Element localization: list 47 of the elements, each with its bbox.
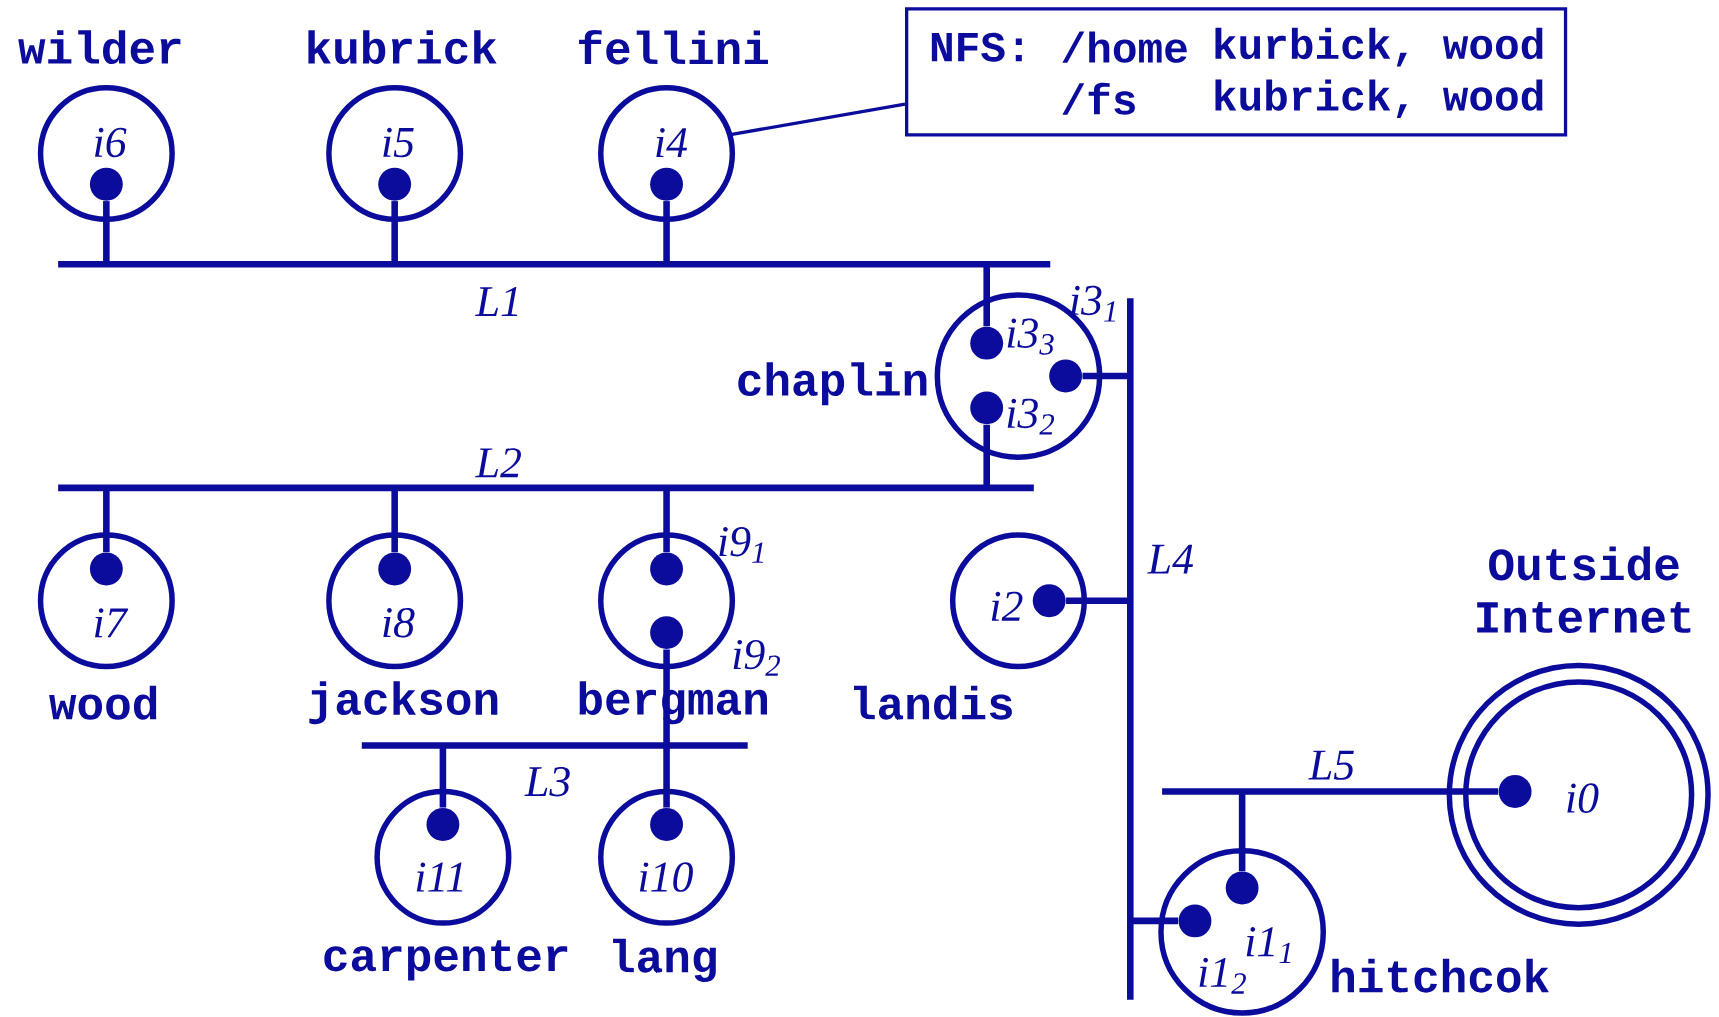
host-name: lang (613, 938, 716, 982)
network-label: L2 (475, 447, 521, 477)
interface-label: i9$_{1}$ (719, 526, 764, 563)
host-name: carpenter (324, 940, 568, 981)
interface-label: i3$_{1}$ (1071, 285, 1116, 322)
interface-label: i11 (416, 862, 463, 892)
interface-label: i1$_{1}$ (1246, 926, 1291, 963)
network-link (1449, 788, 1499, 795)
interface-label: i6 (95, 127, 127, 158)
interface-label: i8 (383, 607, 415, 638)
host-name: landis (854, 685, 1012, 720)
interface-label: i3$_{3}$ (1007, 318, 1054, 355)
interface-label: i9$_{2}$ (733, 639, 780, 676)
nfs-text: kubrick, wood (1215, 79, 1543, 118)
interface-label: i1$_{2}$ (1199, 957, 1246, 994)
network-link (103, 200, 110, 265)
interface-label: i7 (95, 608, 129, 638)
network-link (391, 200, 398, 265)
host-name: fellini (579, 29, 768, 65)
host-name: kubrick (308, 30, 497, 64)
interface-label: i2 (991, 591, 1023, 621)
network-link (663, 745, 670, 808)
interface-label: i0 (1567, 783, 1599, 813)
network-label: L3 (524, 766, 570, 797)
network-label: L1 (475, 286, 518, 316)
nfs-text: kurbick, wood (1215, 27, 1543, 67)
network-link (983, 264, 990, 327)
network-label: L4 (1147, 544, 1194, 574)
interface-label: i5 (383, 127, 414, 158)
host-name: wilder (18, 30, 181, 64)
host-name: jackson (309, 681, 498, 724)
host-name: hitchcok (1332, 958, 1549, 993)
nfs-text: NFS: (931, 32, 1022, 62)
network-link (1238, 791, 1246, 871)
nfs-text: /home (1062, 31, 1187, 63)
host-name: wood (49, 685, 157, 720)
host-name: chaplin (738, 362, 927, 405)
interface-label: i10 (639, 862, 693, 892)
interface-label: i4 (656, 127, 687, 157)
network-label: L5 (1308, 750, 1354, 780)
network-link (1130, 917, 1179, 924)
network-link (663, 200, 670, 265)
nfs-text: /fs (1062, 82, 1135, 115)
network-link (439, 745, 447, 808)
interface-label: i3$_{2}$ (1007, 398, 1055, 435)
host-name: Outside Internet (1477, 546, 1691, 633)
network-link (983, 424, 990, 488)
